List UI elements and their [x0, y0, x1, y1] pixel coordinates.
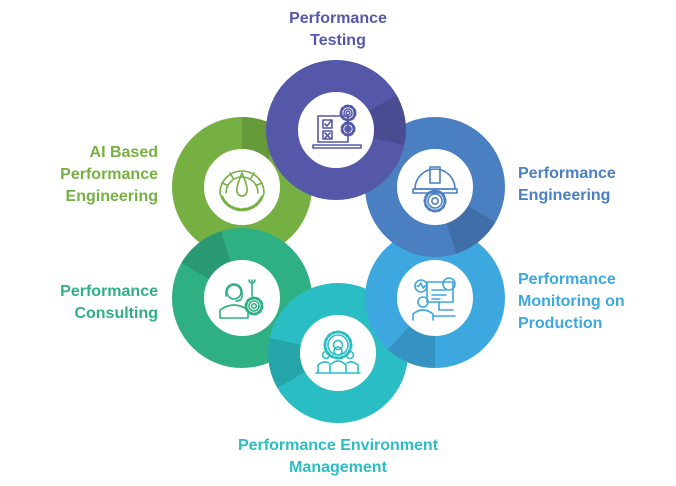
- ring-shade: [365, 228, 505, 368]
- icon-circle-monitoring: [398, 261, 472, 335]
- ring-shade: [365, 117, 505, 257]
- label-line: Performance: [518, 271, 616, 288]
- ring-shade: [266, 60, 406, 200]
- ring-shade: [268, 283, 408, 423]
- icon-circle-ai: [205, 150, 279, 224]
- test-checklist-gears-icon: [312, 104, 362, 149]
- icon-circle-testing: [299, 93, 373, 167]
- consultant-headset-wrench-icon: [219, 279, 264, 319]
- label-line: Management: [289, 459, 387, 476]
- label-line: Engineering: [518, 187, 611, 204]
- label-line: Performance: [60, 166, 158, 183]
- icon-circle-engineering: [398, 150, 472, 224]
- label-performance-monitoring: Performance Monitoring on Production: [518, 269, 668, 335]
- gauge-gear-icon: [219, 170, 265, 212]
- label-line: Testing: [310, 32, 366, 49]
- label-performance-testing: Performance Testing: [238, 8, 438, 52]
- ring-shade: [172, 228, 312, 368]
- label-ai-based-performance-engineering: AI Based Performance Engineering: [8, 142, 158, 208]
- ring-engineering: [365, 117, 505, 257]
- label-performance-environment: Performance Environment Management: [208, 435, 468, 479]
- label-line: Production: [518, 315, 603, 332]
- label-performance-consulting: Performance Consulting: [8, 281, 158, 325]
- icon-circle-environment: [301, 316, 375, 390]
- label-line: AI Based: [89, 144, 158, 161]
- label-line: Monitoring on: [518, 293, 625, 310]
- label-line: Performance: [518, 165, 616, 182]
- label-line: Performance: [289, 10, 387, 27]
- label-line: Performance Environment: [237, 437, 439, 454]
- label-line: Consulting: [74, 305, 158, 322]
- label-performance-engineering: Performance Engineering: [518, 163, 668, 207]
- label-line: Engineering: [65, 188, 158, 205]
- hard-hat-gear-icon: [412, 166, 458, 213]
- monitoring-dashboard-icon: [412, 277, 456, 321]
- ring-testing: [266, 60, 406, 200]
- ring-shade: [172, 117, 312, 257]
- label-line: Performance: [60, 283, 158, 300]
- team-gear-icon: [315, 330, 361, 374]
